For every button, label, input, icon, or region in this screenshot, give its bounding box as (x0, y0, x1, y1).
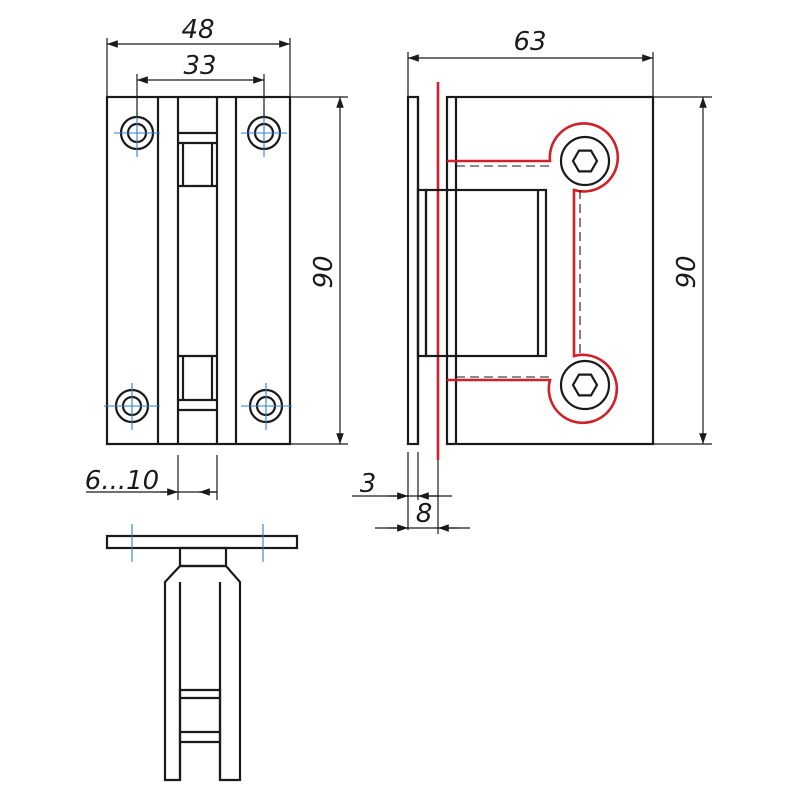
dimension-glass-range: 6...10 (85, 466, 159, 496)
cutout-contour (447, 122, 620, 425)
mounting-hole-icon (114, 110, 160, 157)
wall-plate (406, 95, 420, 446)
dimension-48: 48 (181, 15, 214, 45)
clamp-plate (445, 95, 655, 446)
glass-clamp-profile (163, 564, 242, 782)
dimension-90-right: 90 (672, 255, 702, 288)
top-plate (105, 534, 299, 550)
front-view: 48 33 90 6...10 (85, 15, 348, 500)
dimension-63: 63 (513, 27, 546, 57)
dimension-33: 33 (183, 51, 216, 81)
mounting-hole-icon (241, 110, 287, 157)
front-plate-outline (105, 95, 292, 446)
mounting-hole-icon (104, 383, 160, 430)
dimension-90-left: 90 (309, 255, 339, 288)
top-view (105, 524, 299, 782)
hex-socket-screw-icon (559, 359, 611, 411)
dimension-3: 3 (360, 469, 377, 499)
mounting-hole-icon (241, 383, 292, 430)
hinge-block (424, 188, 548, 358)
dimension-8: 8 (416, 499, 433, 529)
side-view: 63 90 3 8 (352, 27, 712, 534)
hex-socket-screw-icon (559, 135, 611, 187)
